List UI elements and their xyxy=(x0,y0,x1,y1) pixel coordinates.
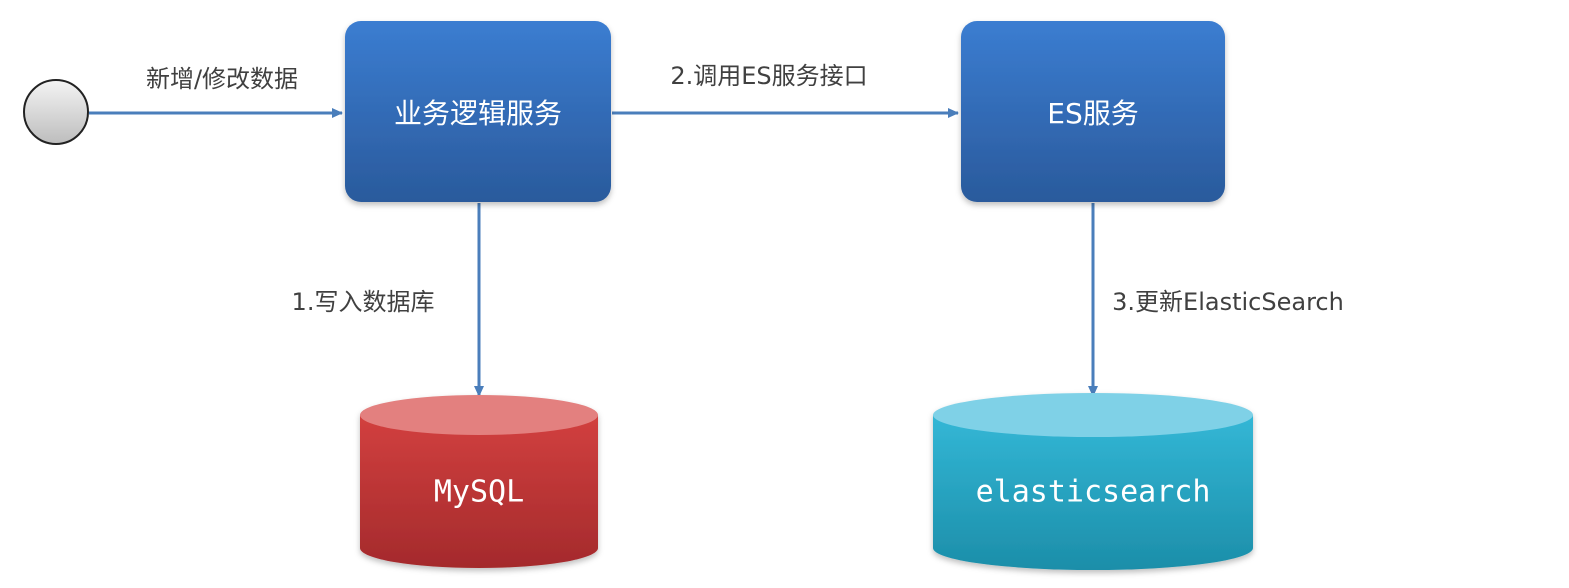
edge-label-business-to-mysql: 1.写入数据库 xyxy=(292,288,435,316)
start-node xyxy=(23,79,89,145)
es-service-label: ES服务 xyxy=(1047,97,1138,130)
mysql-label: MySQL xyxy=(434,475,524,510)
elasticsearch-database xyxy=(933,393,1253,570)
edge-label-es-to-elasticsearch: 3.更新ElasticSearch xyxy=(1112,288,1344,316)
elasticsearch-label: elasticsearch xyxy=(976,475,1211,510)
mysql-database xyxy=(360,395,598,568)
edge-label-business-to-es: 2.调用ES服务接口 xyxy=(670,62,867,90)
edge-label-start-to-business: 新增/修改数据 xyxy=(146,65,298,93)
es-service-box xyxy=(961,21,1225,202)
business-service-label: 业务逻辑服务 xyxy=(394,97,562,130)
business-service-box xyxy=(345,21,611,202)
